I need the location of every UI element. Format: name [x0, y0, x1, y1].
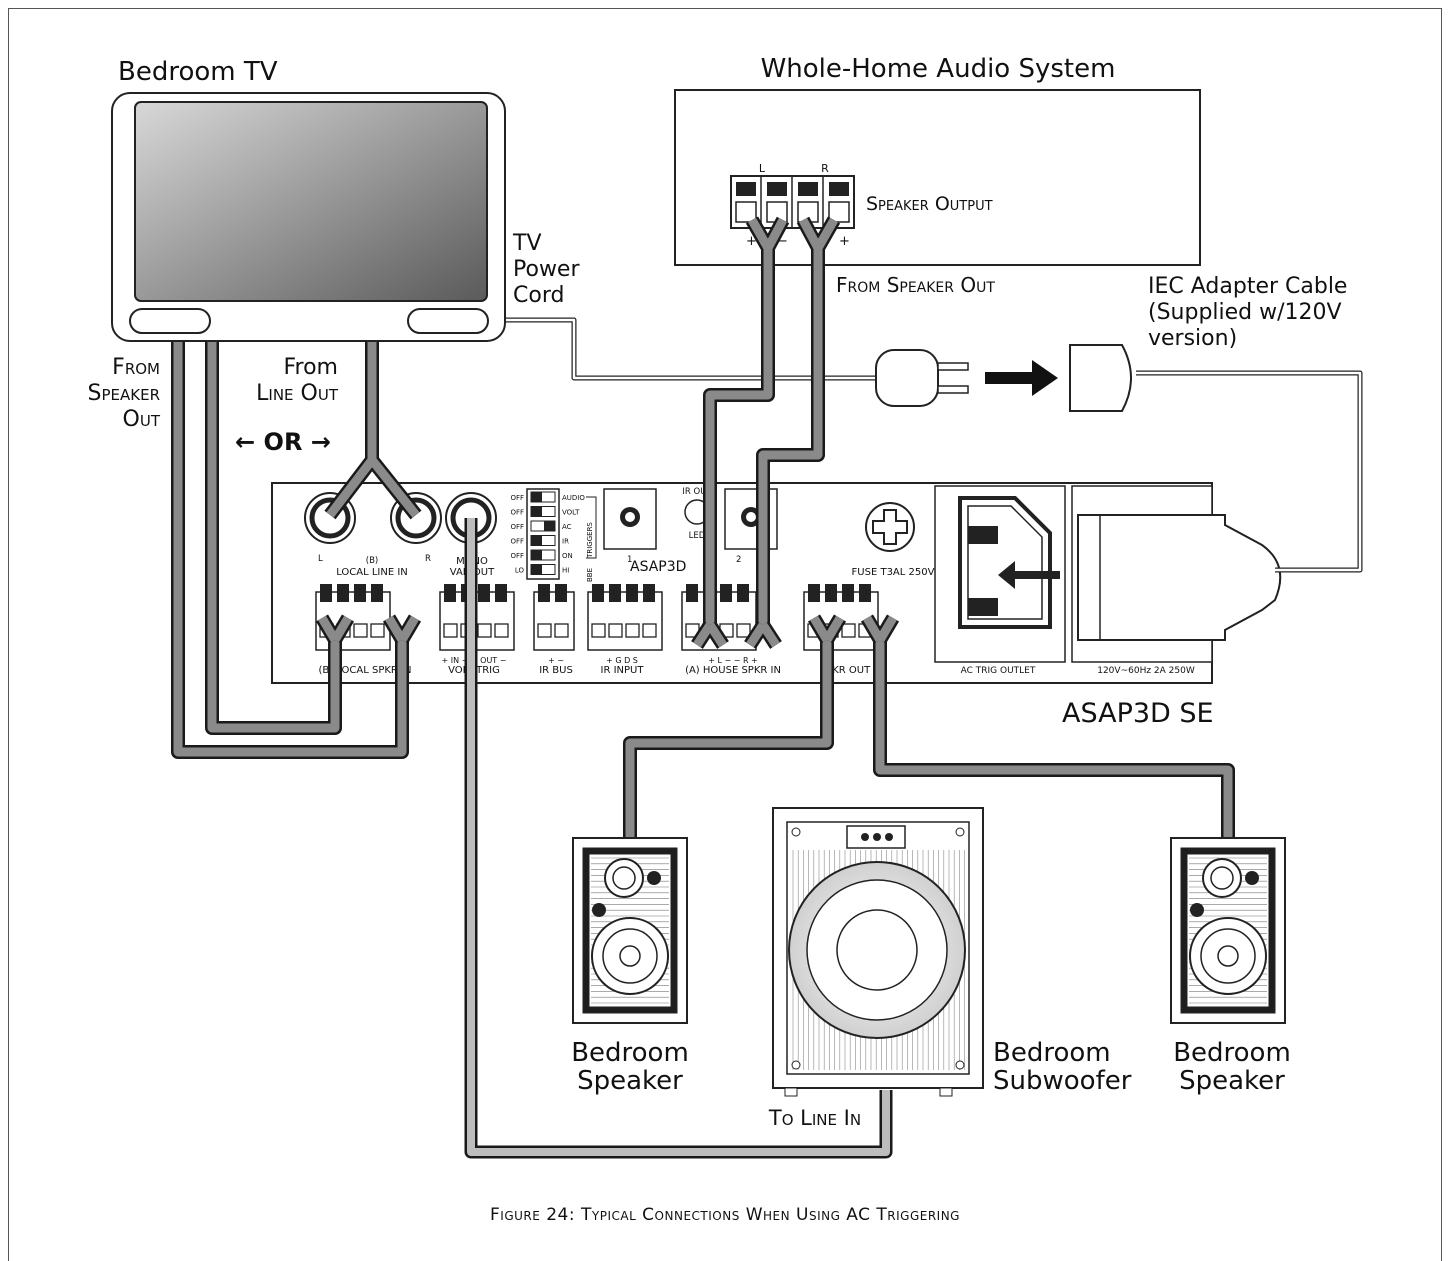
- ir-input-label: IR INPUT: [601, 665, 645, 676]
- from-speaker-out-3: Out: [123, 407, 161, 432]
- power-rating-label: 120V~60Hz 2A 250W: [1097, 666, 1195, 676]
- ir-out-label: IR OUT: [682, 487, 712, 497]
- ir-bus-terminal: [533, 584, 575, 651]
- local-line-in-label: LOCAL LINE IN: [336, 567, 408, 578]
- ir-jack-2-label: 2: [736, 555, 741, 565]
- dip-left-label: LO: [515, 567, 525, 575]
- from-line-out-2: Line Out: [256, 381, 339, 406]
- subwoofer-label-2: Subwoofer: [993, 1066, 1132, 1096]
- dip-left-label: OFF: [510, 494, 524, 502]
- iec-label-3: version): [1148, 326, 1237, 351]
- dip-right-label: VOLT: [562, 509, 580, 517]
- bedroom-speaker-left: [572, 837, 688, 1024]
- dip-bbe-label: BBE: [586, 568, 594, 582]
- tv-power-cord-2: Power: [513, 257, 580, 282]
- tv-left-foot: [129, 308, 211, 334]
- speaker-output-label: Speaker Output: [866, 193, 993, 215]
- from-speaker-out-label: From Speaker Out: [836, 273, 995, 297]
- iec-label-2: (Supplied w/120V: [1148, 300, 1342, 325]
- iec-adapter-connector: [1077, 514, 1282, 641]
- ac-trig-outlet-label: AC TRIG OUTLET: [961, 666, 1036, 676]
- dip-switch-bank: OFF AUDIO OFF VOLT OFF AC OFF IR OFF ON LO HI: [510, 488, 585, 580]
- left-speaker-label-1: Bedroom: [571, 1038, 689, 1068]
- plug-arrow-icon: [998, 561, 1060, 589]
- house-speaker-cables: [691, 216, 841, 649]
- subwoofer-label-1: Bedroom: [993, 1038, 1111, 1068]
- iec-label-1: IEC Adapter Cable: [1148, 274, 1347, 299]
- ir-input-pins: + G D S: [606, 656, 638, 665]
- whole-home-title: Whole-Home Audio System: [761, 54, 1116, 84]
- house-polarity: + L − − R +: [708, 656, 758, 665]
- dip-left-label: OFF: [510, 509, 524, 517]
- spkr-out-terminal: [803, 584, 879, 651]
- tv-power-cord-3: Cord: [513, 283, 564, 308]
- right-speaker-label-2: Speaker: [1179, 1066, 1285, 1096]
- iec-adapter-plug: [1069, 344, 1132, 412]
- from-speaker-out-2: Speaker: [88, 381, 161, 406]
- ir-bus-polarity: + −: [548, 656, 564, 665]
- led-label: LED: [689, 531, 706, 541]
- house-spkr-in-label: (A) HOUSE SPKR IN: [685, 665, 781, 676]
- figure-caption: Figure 24: Typical Connections When Usin…: [490, 1205, 960, 1225]
- tv-screen: [134, 101, 488, 302]
- dip-right-label: AC: [562, 523, 572, 531]
- dip-left-label: OFF: [510, 538, 524, 546]
- channel-left-label: L: [759, 162, 766, 175]
- dip-triggers-label: TRIGGERS: [586, 522, 594, 559]
- dip-left-label: OFF: [510, 523, 524, 531]
- speaker-output-terminal: [730, 175, 855, 229]
- fuse-holder: [865, 502, 915, 552]
- local-line-l: L: [318, 554, 323, 564]
- whole-home-audio-system: Whole-Home Audio System L R Speaker Outp…: [674, 54, 1201, 266]
- amplifier-model: ASAP3D SE: [1062, 698, 1214, 729]
- speaker-out-cables: [623, 614, 1235, 838]
- left-speaker-label-2: Speaker: [577, 1066, 683, 1096]
- ir-bus-label: IR BUS: [539, 665, 573, 676]
- to-line-in-label: To Line In: [768, 1106, 861, 1130]
- tv: Bedroom TV TV Power Cord: [111, 57, 580, 342]
- tv-speaker-cables: [171, 342, 422, 759]
- dip-right-label: HI: [562, 567, 569, 575]
- terminal-polarity-4: +: [839, 234, 850, 249]
- channel-right-label: R: [821, 162, 829, 175]
- from-speaker-out-1: From: [112, 355, 160, 380]
- local-line-prefix: (B): [366, 556, 378, 566]
- tv-right-foot: [407, 308, 489, 334]
- connect-arrow-icon: [985, 360, 1058, 396]
- tv-power-cord-1: TV: [512, 231, 542, 256]
- ir-jack-1-label: 1: [627, 555, 632, 565]
- tv-line-out-cable: [324, 342, 422, 520]
- tv-power-plug: [875, 349, 969, 407]
- spkr-out-label: SPKR OUT: [820, 665, 871, 676]
- figure-frame: [8, 8, 1442, 1261]
- or-label: ← OR →: [235, 428, 331, 456]
- ir-input-terminal: [587, 584, 663, 651]
- subwoofer-line-cable: [464, 518, 893, 1159]
- dip-right-label: IR: [562, 538, 569, 546]
- local-spkr-in-label: (B) LOCAL SPKR IN: [319, 665, 412, 676]
- panel-model: ASAP3D: [630, 559, 686, 575]
- tv-title: Bedroom TV: [118, 57, 278, 87]
- dip-left-label: OFF: [510, 552, 524, 560]
- local-line-r: R: [425, 554, 431, 564]
- terminal-polarity-1: +: [746, 234, 757, 249]
- bedroom-subwoofer: [772, 807, 984, 1097]
- dip-right-label: AUDIO: [562, 494, 585, 502]
- terminal-polarity-2: −: [777, 234, 788, 249]
- from-line-out-1: From: [283, 355, 338, 380]
- right-speaker-label-1: Bedroom: [1173, 1038, 1291, 1068]
- fuse-label: FUSE T3AL 250V: [852, 567, 935, 578]
- bedroom-speaker-right: [1170, 837, 1286, 1024]
- volt-trig-terminal: [439, 584, 515, 651]
- dip-right-label: ON: [562, 552, 573, 560]
